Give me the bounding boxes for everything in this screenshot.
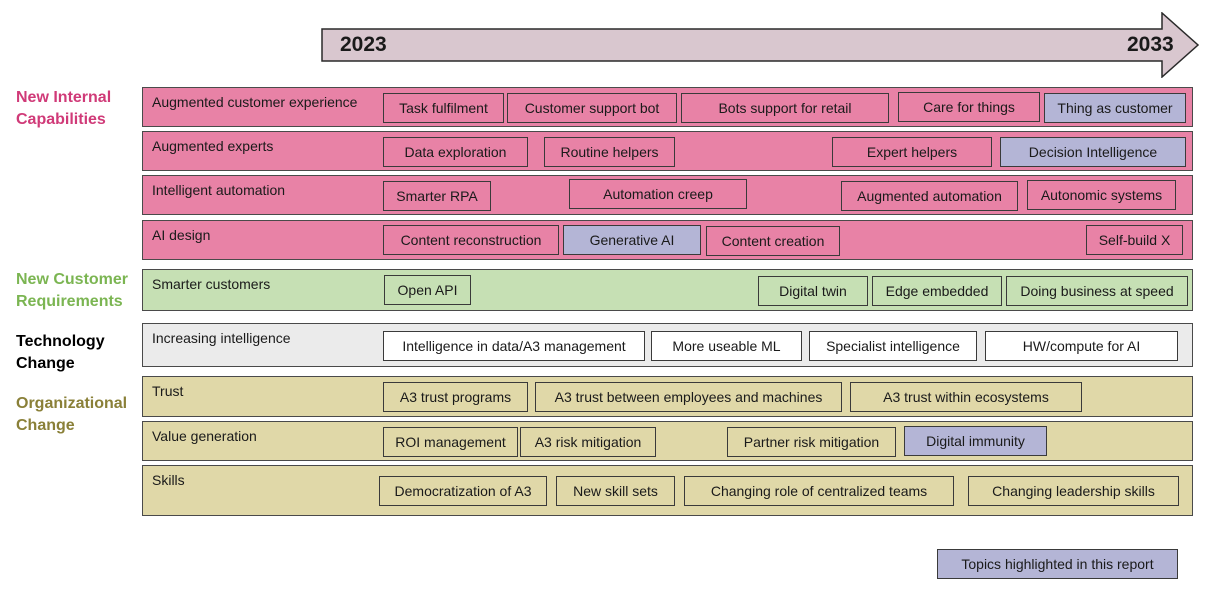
chip-new-skill-sets: New skill sets [556,476,675,506]
chip-content-reconstruction: Content reconstruction [383,225,559,255]
chip-changing-leadership-skills: Changing leadership skills [968,476,1179,506]
chip-edge-embedded: Edge embedded [872,276,1002,306]
timeline-end-year: 2033 [1127,33,1174,56]
chip-customer-support-bot: Customer support bot [507,93,677,123]
chip-a3-risk-mitigation: A3 risk mitigation [520,427,656,457]
band-label: Skills [152,472,185,488]
chip-a3-trust-programs: A3 trust programs [383,382,528,412]
band-label: Trust [152,383,184,399]
chip-automation-creep: Automation creep [569,179,747,209]
chip-smarter-rpa: Smarter RPA [383,181,491,211]
chip-content-creation: Content creation [706,226,840,256]
chip-changing-role-centralized-teams: Changing role of centralized teams [684,476,954,506]
chip-augmented-automation: Augmented automation [841,181,1018,211]
group-label-customer: New Customer Requirements [16,271,129,310]
chip-thing-as-customer: Thing as customer [1044,93,1186,123]
chip-decision-intelligence: Decision Intelligence [1000,137,1186,167]
chip-bots-support-retail: Bots support for retail [681,93,889,123]
band-label: Augmented experts [152,138,274,154]
chip-care-for-things: Care for things [898,92,1040,122]
chip-routine-helpers: Routine helpers [544,137,675,167]
band-label: Augmented customer experience [152,94,358,110]
timeline-start-year: 2023 [340,33,387,56]
chip-autonomic-systems: Autonomic systems [1027,180,1176,210]
band-label: Smarter customers [152,276,271,292]
chip-intelligence-data-management: Intelligence in data/A3 management [383,331,645,361]
chip-democratization-a3: Democratization of A3 [379,476,547,506]
chip-more-useable-ml: More useable ML [651,331,802,361]
chip-digital-twin: Digital twin [758,276,868,306]
chip-digital-immunity: Digital immunity [904,426,1047,456]
chip-hw-compute-ai: HW/compute for AI [985,331,1178,361]
chip-a3-trust-ecosystems: A3 trust within ecosystems [850,382,1082,412]
band-label: AI design [152,227,211,243]
legend-highlighted-topics: Topics highlighted in this report [937,549,1178,579]
chip-partner-risk-mitigation: Partner risk mitigation [727,427,896,457]
chip-expert-helpers: Expert helpers [832,137,992,167]
chip-self-build-x: Self-build X [1086,225,1183,255]
chip-doing-business-at-speed: Doing business at speed [1006,276,1188,306]
chip-data-exploration: Data exploration [383,137,528,167]
group-label-organizational: Organizational Change [16,395,128,434]
chip-a3-trust-employees-machines: A3 trust between employees and machines [535,382,842,412]
chip-specialist-intelligence: Specialist intelligence [809,331,977,361]
chip-generative-ai: Generative AI [563,225,701,255]
group-label-technology: Technology Change [16,333,105,372]
group-label-internal: New Internal Capabilities [16,89,112,128]
chip-task-fulfilment: Task fulfilment [383,93,504,123]
chip-open-api: Open API [384,275,471,305]
band-label: Value generation [152,428,257,444]
band-label: Intelligent automation [152,182,286,198]
timeline-arrow [321,12,1199,78]
band-label: Increasing intelligence [152,330,291,346]
chip-roi-management: ROI management [383,427,518,457]
